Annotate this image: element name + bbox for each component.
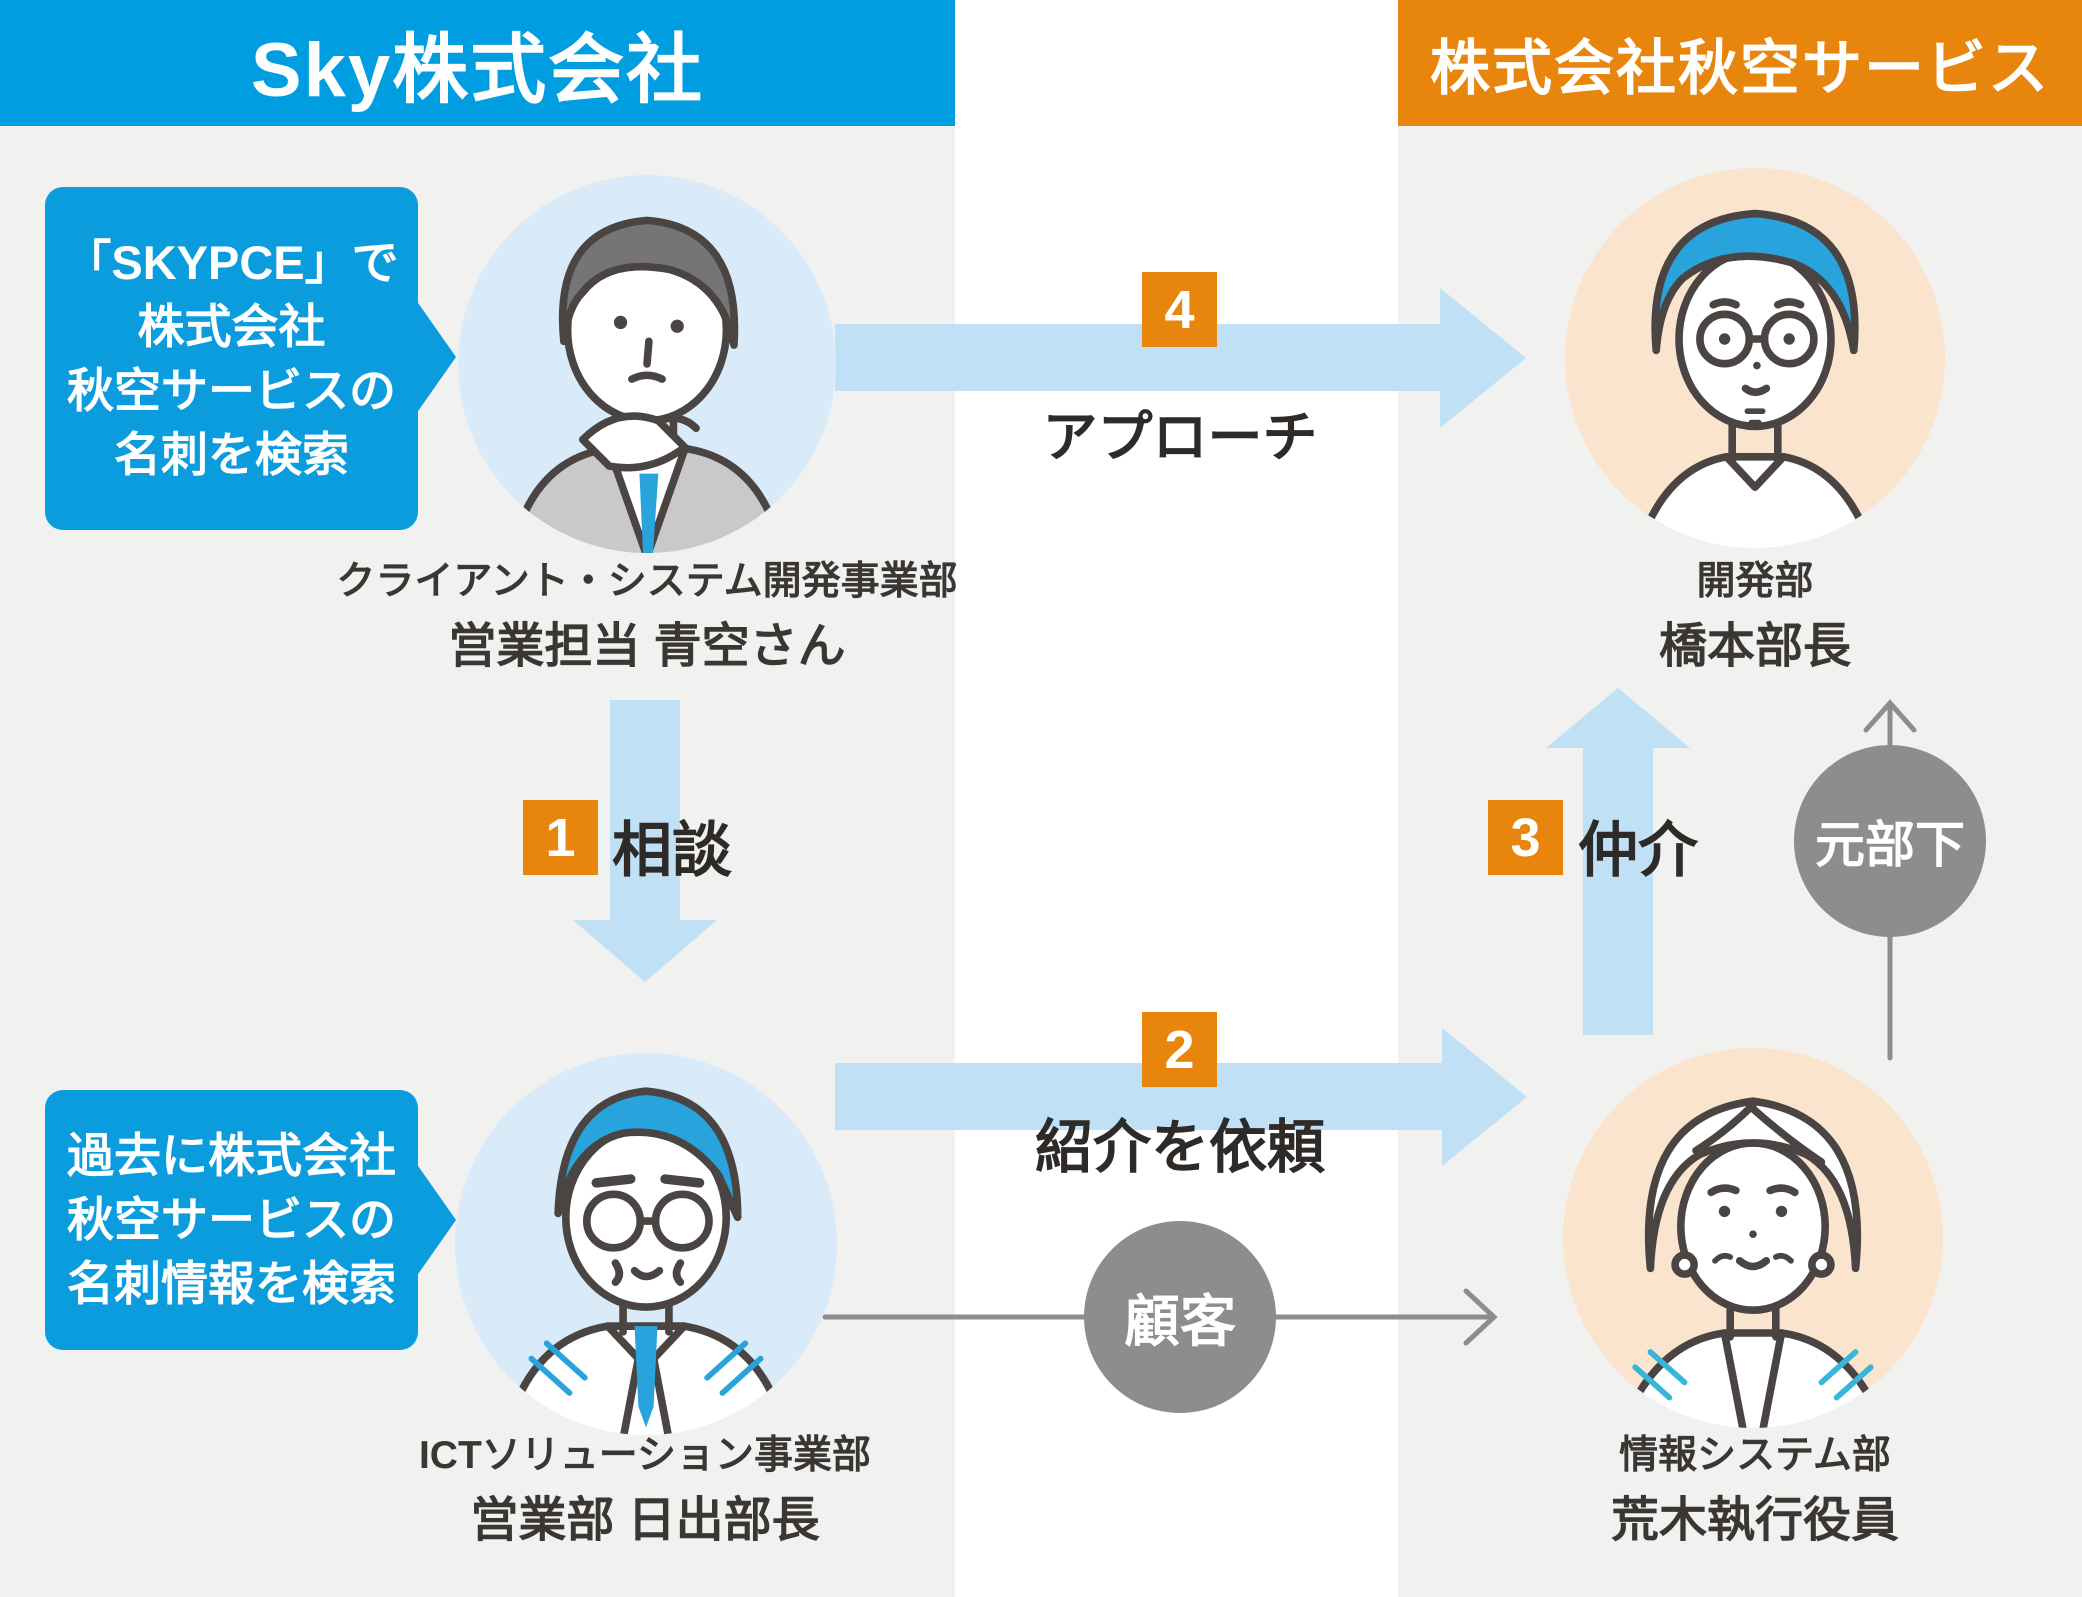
bubble-line: 株式会社 [137,299,326,353]
name-text: 荒木執行役員 [1610,1493,1899,1547]
bubble-line: 秋空サービスの [67,1193,396,1246]
bubble-tail-bottom-icon [416,1163,456,1277]
step3-number-badge: 3 [1488,800,1563,875]
avatar-hinode [455,1053,837,1435]
speech-bubble-skypce-search: 「SKYPCE」で 株式会社 秋空サービスの 名刺を検索 [45,187,418,530]
person-glasses-icon [1634,209,1876,548]
name-text: 営業担当 青空さん [448,619,846,673]
dept-text: クライアント・システム開発事業部 [336,560,958,603]
bubble-line: 過去に株式会社 [67,1129,396,1182]
name-text: 営業部 日出部長 [470,1493,820,1547]
person-thinking-icon [507,216,787,553]
bubble-line: 名刺を検索 [114,427,349,481]
former-subordinate-circle: 元部下 [1794,745,1986,937]
avatar-araki [1563,1048,1943,1428]
label-hinode: ICTソリューション事業部 営業部 日出部長 [295,1434,995,1548]
dept-text: ICTソリューション事業部 [418,1434,872,1477]
label-hashimoto: 開発部 橋本部長 [1405,560,2082,674]
step4-number-badge: 4 [1142,272,1217,347]
bubble-line: 名刺情報を検索 [67,1257,396,1310]
dept-text: 開発部 [1696,560,1814,603]
avatar-hashimoto [1565,168,1945,548]
label-aozora: クライアント・システム開発事業部 営業担当 青空さん [297,560,997,674]
dept-text: 情報システム部 [1619,1434,1891,1477]
name-text: 橋本部長 [1658,619,1851,673]
avatar-aozora [458,175,836,553]
customer-relation-circle: 顧客 [1084,1221,1276,1413]
step1-number-badge: 1 [523,800,598,875]
step1-label: 相談 [612,817,732,884]
label-araki: 情報システム部 荒木執行役員 [1405,1434,2082,1548]
step3-label: 仲介 [1578,817,1698,884]
person-executive-icon [1617,1097,1889,1428]
company-header-akisora: 株式会社秋空サービス [1398,0,2082,126]
step1-arrow-down-icon [573,700,717,982]
step3-arrow-up-icon [1546,688,1690,1035]
person-manager-icon [501,1087,791,1435]
bubble-tail-top-icon [416,300,456,414]
bubble-line: 「SKYPCE」で [64,235,399,289]
step2-label: 紹介を依頼 [1034,1115,1325,1180]
step4-label: アプローチ [1042,406,1318,468]
step2-arrow-right-icon [835,1028,1527,1166]
step4-arrow-right-icon [835,288,1526,428]
company-header-sky: Sky株式会社 [0,0,955,126]
bubble-line: 秋空サービスの [67,363,396,417]
speech-bubble-past-search: 過去に株式会社 秋空サービスの 名刺情報を検索 [45,1090,418,1350]
step2-number-badge: 2 [1142,1012,1217,1087]
